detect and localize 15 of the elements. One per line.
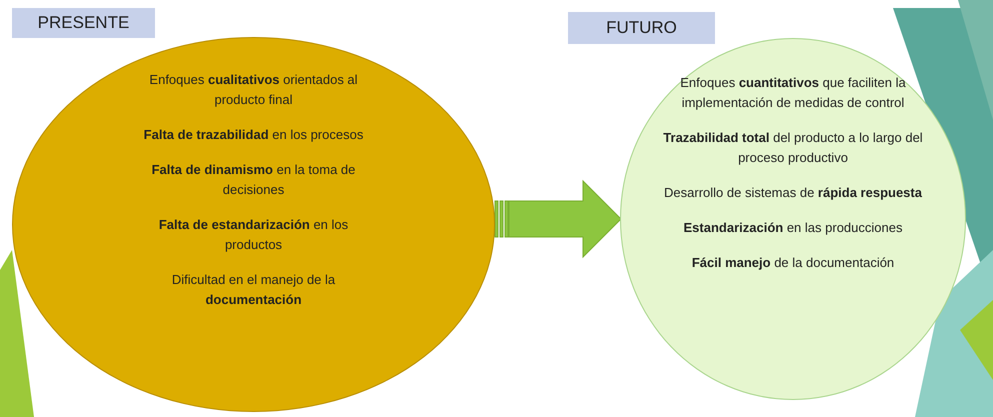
circle-text: Falta de estandarización en los productos xyxy=(158,216,350,254)
heading-box xyxy=(12,8,155,38)
circle-text: Trazabilidad total del producto a lo largo del proceso productivo xyxy=(662,129,924,167)
heading-box xyxy=(568,12,715,44)
circle-text: Falta de dinamismo en la toma de decisiones xyxy=(150,161,356,199)
circle-text: Falta de trazabilidad en los procesos xyxy=(144,126,364,144)
block-arrow xyxy=(494,180,622,258)
circle-text: Dificultad en el manejo de la documentación xyxy=(170,271,336,309)
circle-text: Desarrollo de sistemas de rápida respuesta xyxy=(664,184,922,202)
heading-text: FUTURO xyxy=(606,18,677,38)
circle-text: Estandarización en las producciones xyxy=(684,219,902,237)
circle-text: Fácil manejo de la documentación xyxy=(692,254,894,272)
heading-text: PRESENTE xyxy=(38,13,130,33)
circle-text: Enfoques cuantitativos que faciliten la implementación de medidas de control xyxy=(679,74,907,112)
circle-text: Enfoques cualitativos orientados al producto final xyxy=(148,71,359,109)
